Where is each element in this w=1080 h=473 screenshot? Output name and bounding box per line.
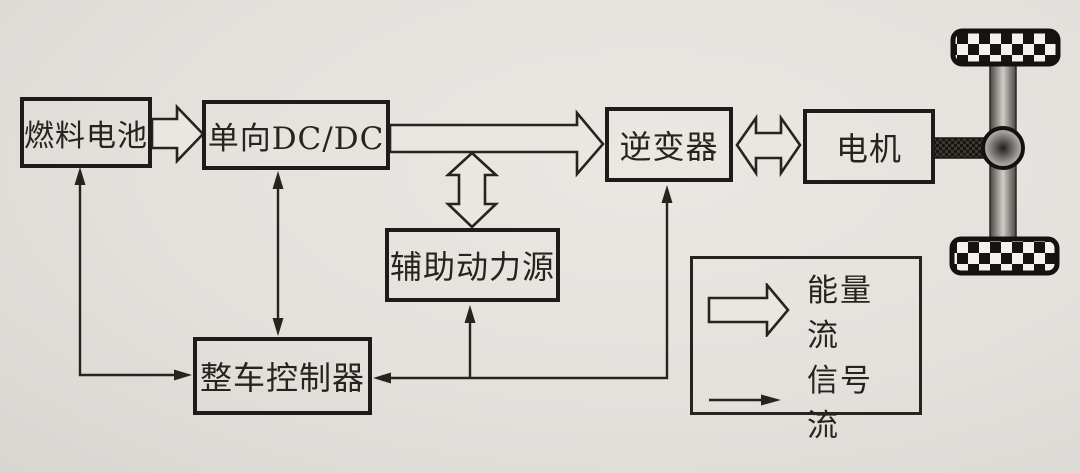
dcdc-converter-block: 单向DC/DC [202, 100, 390, 170]
signal-line-fuelcell-vcu [78, 184, 176, 377]
energy-arrow-bus-aux-bidirectional-icon [444, 151, 500, 229]
motor-label: 电机 [835, 129, 902, 168]
inverter-label: 逆变器 [619, 127, 719, 166]
energy-flow-label: 能量流 [807, 273, 873, 354]
fuel-cell-label: 燃料电池 [24, 118, 148, 154]
inverter-block: 逆变器 [605, 107, 733, 182]
arrowhead-up-fuelcell-icon [74, 167, 86, 185]
legend-box: 能量流 信号流 [690, 256, 922, 444]
energy-flow-arrow-icon [707, 283, 790, 337]
signal-flow-arrow-icon [709, 394, 781, 406]
energy-arrow-dcdc-to-inverter-icon [388, 109, 605, 178]
differential [981, 126, 1025, 170]
legend-row-signal: 信号流 [707, 355, 905, 445]
arrowhead-down-vcu-icon [272, 318, 284, 336]
arrowhead-left-vcu-icon [373, 372, 391, 384]
vehicle-controller-label: 整车控制器 [199, 359, 365, 397]
fuel-cell-block: 燃料电池 [20, 97, 152, 168]
rear-wheel [949, 236, 1060, 276]
vehicle-controller-block: 整车控制器 [193, 337, 372, 415]
motor-block: 电机 [803, 109, 935, 184]
signal-flow-label: 信号流 [807, 363, 873, 444]
dcdc-converter-label: 单向DC/DC [207, 120, 385, 157]
aux-power-label: 辅助动力源 [389, 248, 555, 286]
front-wheel [950, 28, 1061, 67]
energy-arrow-inverter-motor-bidirectional-icon [735, 113, 802, 178]
motor-output-shaft [932, 137, 990, 159]
legend-row-energy: 能量流 [707, 265, 905, 355]
signal-line-vcu-inverter [390, 202, 669, 380]
aux-power-block: 辅助动力源 [385, 228, 560, 302]
arrowhead-up-dcdc-icon [272, 171, 284, 189]
arrowhead-up-inverter-icon [661, 185, 673, 203]
arrowhead-right-vcu-icon [174, 369, 192, 381]
energy-arrow-fuelcell-to-dcdc-icon [150, 103, 205, 165]
arrowhead-up-aux-icon [464, 305, 476, 323]
